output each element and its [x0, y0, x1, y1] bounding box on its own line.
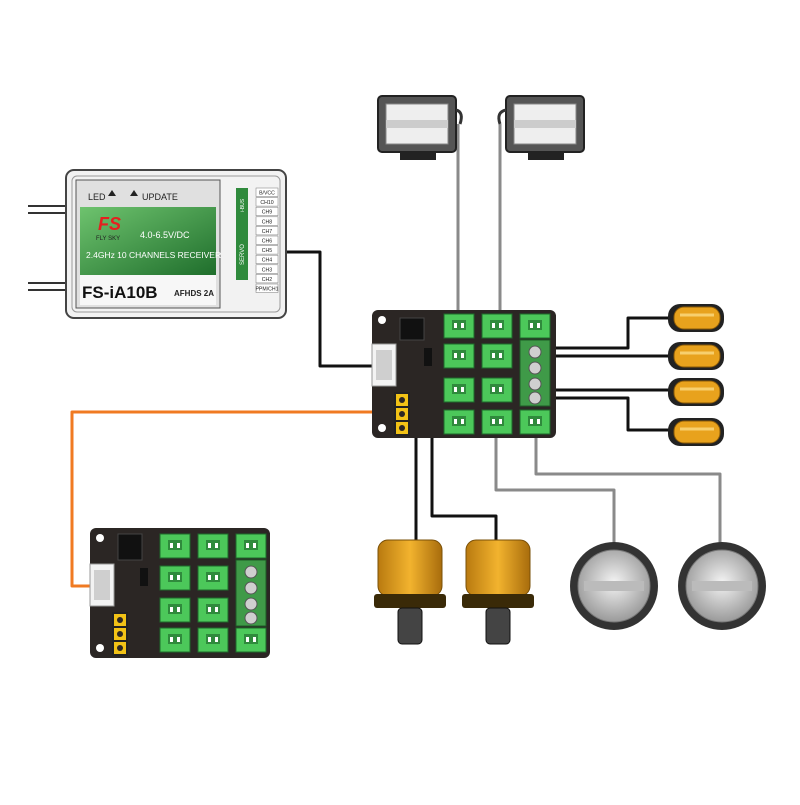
- servo-connector: [159, 565, 191, 591]
- receiver-wire: [285, 250, 372, 368]
- pin-cell: [255, 254, 279, 264]
- round-light-wire-left: [494, 428, 616, 545]
- servo-connector: [197, 533, 229, 559]
- aux-connector-grid: [159, 533, 267, 653]
- servo-connector: [519, 409, 551, 435]
- pin-label: B/VCC: [259, 191, 275, 197]
- pin-cell: [255, 274, 279, 284]
- servo-connector: [235, 627, 267, 653]
- side-marker-light: [668, 378, 724, 406]
- beacon-right: [462, 539, 534, 645]
- pin-label: CH3: [262, 267, 272, 273]
- side-marker-light: [668, 418, 724, 446]
- floodlight-left: [377, 95, 463, 160]
- update-label: UPDATE: [142, 192, 178, 202]
- marker-wire-4: [556, 396, 672, 432]
- servo-connector: [443, 409, 475, 435]
- aux-power-connector: [112, 612, 128, 656]
- pin-label: CH6: [262, 239, 272, 245]
- servo-connector: [443, 377, 475, 403]
- servo-connector: [481, 313, 513, 339]
- pin-cell: [255, 226, 279, 236]
- pin-label: CH7: [262, 229, 272, 235]
- pin-label: CH8: [262, 219, 272, 225]
- screw-terminal: [519, 339, 551, 407]
- floodlight-right: [497, 95, 585, 160]
- ibus-label: i-BUS: [240, 198, 246, 212]
- voltage-label: 4.0-6.5V/DC: [140, 230, 190, 240]
- orange-wire: [70, 410, 398, 588]
- servo-connector: [197, 565, 229, 591]
- pin-label: CH9: [262, 210, 272, 216]
- protocol-label: AFHDS 2A: [174, 289, 214, 298]
- beacon-left: [374, 539, 446, 645]
- servo-connector: [159, 597, 191, 623]
- pin-cell: [255, 264, 279, 274]
- servo-connector: [159, 533, 191, 559]
- pin-label: CH5: [262, 248, 272, 254]
- servo-connector: [481, 409, 513, 435]
- main-connector-grid: [443, 313, 551, 435]
- beacon-wire-right: [430, 430, 498, 540]
- servo-connector: [443, 313, 475, 339]
- pin-cell: [255, 187, 279, 197]
- pin-cell: [255, 235, 279, 245]
- round-light-right: [678, 542, 766, 630]
- aux-screw-terminal: [235, 559, 267, 627]
- side-marker-light: [668, 342, 724, 370]
- pin-label: CH2: [262, 277, 272, 283]
- main-controller-board: [371, 310, 556, 438]
- servo-connector: [235, 533, 267, 559]
- receiver: LED UPDATE FS FLY SKY 4.0-6.5V/DC 2.4GHz…: [28, 169, 287, 319]
- pin-cell: [255, 197, 279, 207]
- pin-label: CH4: [262, 258, 272, 264]
- power-connector: [394, 392, 410, 436]
- servo-connector: [481, 343, 513, 369]
- marker-wire-1: [556, 316, 672, 350]
- servo-connector: [197, 627, 229, 653]
- servo-connector: [481, 377, 513, 403]
- model-label: FS-iA10B: [82, 283, 158, 302]
- round-light-left: [570, 542, 658, 630]
- pin-label: CH10: [260, 200, 273, 206]
- round-light-wire-right: [534, 428, 722, 545]
- pin-cell: [255, 216, 279, 226]
- brand-logo-mark: FS: [98, 214, 121, 234]
- servo-connector: [443, 343, 475, 369]
- pin-cell: [255, 245, 279, 255]
- led-label: LED: [88, 192, 106, 202]
- servo-connector: [197, 597, 229, 623]
- brand-label: FLY SKY: [96, 236, 120, 242]
- servo-connector: [159, 627, 191, 653]
- servo-label: SERVO: [240, 244, 246, 265]
- band-label: 2.4GHz 10 CHANNELS RECEIVER: [86, 250, 221, 260]
- side-marker-light: [668, 304, 724, 332]
- pin-label: PPM/CH1: [255, 287, 278, 293]
- pin-cell: [255, 283, 279, 293]
- servo-connector: [519, 313, 551, 339]
- wires: [70, 124, 722, 588]
- pin-cell: [255, 206, 279, 216]
- side-markers: [668, 304, 724, 446]
- aux-controller-board: [89, 528, 270, 658]
